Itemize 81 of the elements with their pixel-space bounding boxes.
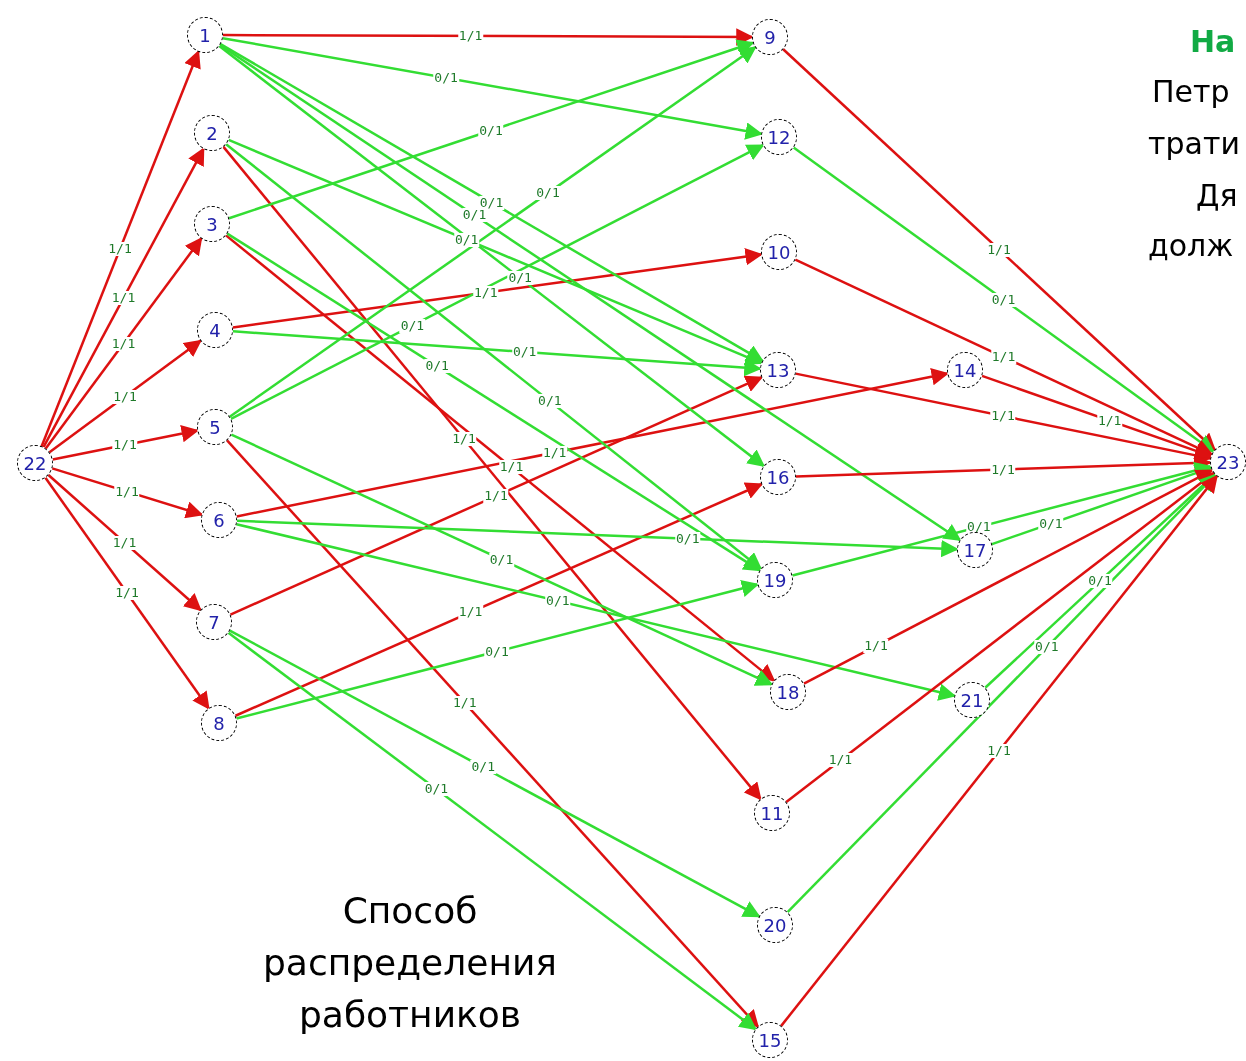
note-text: Дя [1196,177,1238,215]
edge-label: 1/1 [827,753,854,768]
edge-label: 0/1 [470,760,496,775]
edge-label: 0/1 [478,123,504,138]
arrow [227,631,757,1031]
edge-label: 1/1 [990,350,1017,364]
arrow [218,45,766,468]
arrow [225,234,776,682]
arrow [223,28,754,46]
arrow [782,48,1217,451]
arrow [44,237,203,450]
edge-label: 0/1 [675,531,701,546]
arrow [229,629,761,918]
arrow [226,439,760,1028]
edge-label: 1/1 [114,586,140,600]
edge-label: 0/1 [433,70,459,85]
arrow [219,43,962,542]
arrow [229,46,757,418]
edge-label: 1/1 [541,445,568,460]
edge-label: 1/1 [986,242,1012,257]
edge-label: 0/1 [1034,640,1060,655]
note-text: долж [1148,227,1234,265]
arrow [232,247,763,329]
arrow [225,143,763,570]
arrow [48,339,202,454]
edge-label: 0/1 [453,232,480,247]
edge-label: 1/1 [111,535,138,550]
edge-label: 1/1 [451,432,477,446]
edge-label: 0/1 [484,644,510,659]
edge-label: 1/1 [110,336,137,351]
edge-label: 0/1 [478,195,505,210]
edge-label: 0/1 [1087,574,1113,588]
edge-label: 1/1 [112,438,138,452]
edge-label: 1/1 [112,389,138,404]
edge-label: 1/1 [863,639,889,653]
edge-label: 1/1 [452,695,478,710]
edge-label: 0/1 [1038,516,1064,531]
arrow [47,474,202,612]
edge-label: 1/1 [498,460,525,475]
edge-label: 0/1 [424,359,450,374]
edge-label: 0/1 [966,519,992,534]
note-text: трати [1148,125,1240,163]
arrow [785,471,1216,803]
note-text: Петр [1152,73,1230,111]
edge-label: 1/1 [990,409,1016,423]
arrow [786,473,1217,913]
edge-label: 1/1 [457,28,484,43]
edge-label: 1/1 [990,462,1016,477]
edge-label: 0/1 [545,594,571,608]
edge-label: 0/1 [990,292,1017,307]
arrow [44,476,210,710]
edge-label: 1/1 [107,242,133,256]
arrow [232,330,762,377]
edge-label: 0/1 [511,345,538,359]
edge-label: 0/1 [535,186,561,200]
arrow [226,232,762,572]
arrow [803,469,1214,685]
arrow [222,146,762,801]
edge-label: 0/1 [423,782,450,797]
edge-label: 0/1 [399,318,426,333]
arrow [780,474,1218,1027]
edge-label: 1/1 [457,605,484,620]
edge-label: 1/1 [1096,413,1123,428]
edge-label: 1/1 [114,484,140,499]
arrow [792,146,1215,453]
note-text: На [1190,23,1236,61]
arrow [42,147,205,448]
edge-label: 1/1 [483,489,509,503]
arrow [236,519,959,558]
edge-label: 1/1 [110,291,137,305]
arrow [219,43,764,362]
arrow [230,144,765,420]
arrow [795,454,1212,478]
edge-label: 1/1 [473,285,499,300]
caption-text: Способ распределения работников [262,889,558,1037]
edge-label: 0/1 [507,271,533,286]
arrow [222,36,763,140]
edge-label: 1/1 [986,744,1012,758]
edge-label: 0/1 [461,208,488,223]
edge-label: 0/1 [537,394,563,409]
edge-label: 0/1 [488,552,515,567]
